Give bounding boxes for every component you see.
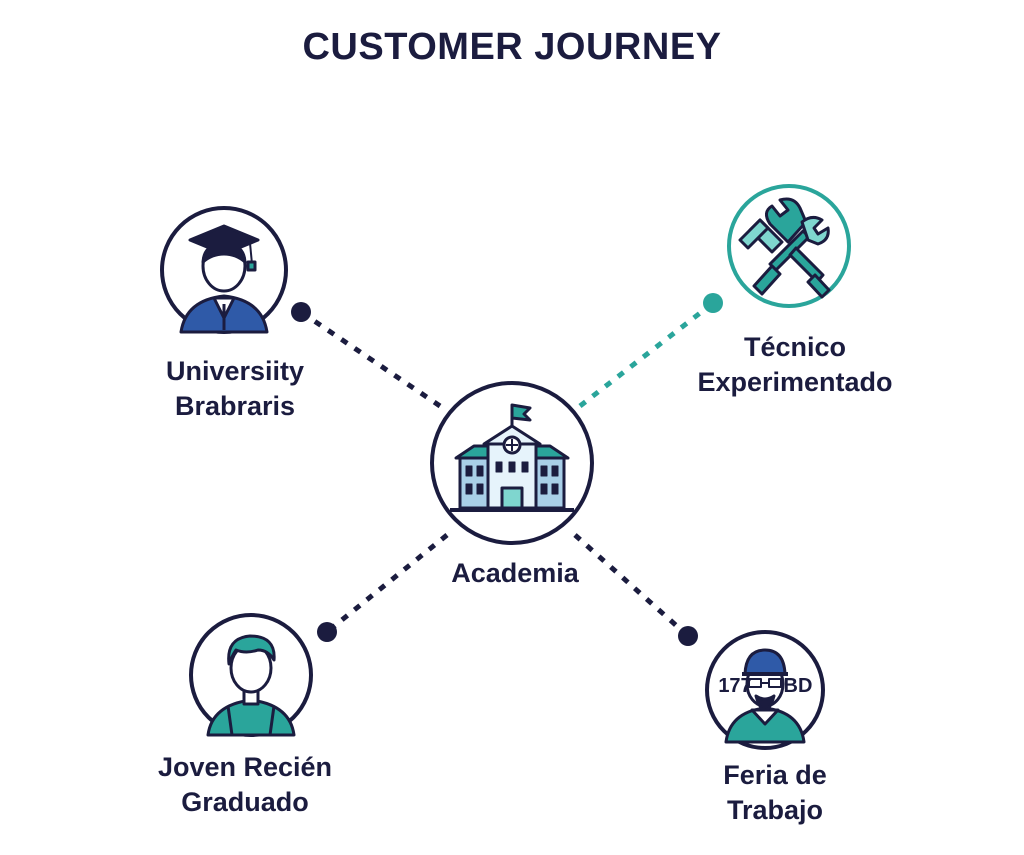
- node-feria: 177 BD: [705, 630, 825, 750]
- connector-university: [291, 302, 442, 409]
- label-academia: Academia: [420, 556, 610, 591]
- label-joven: Joven Recién Graduado: [130, 750, 360, 820]
- crossed-tools-icon: [738, 197, 831, 299]
- worker-sign-right: BD: [784, 675, 813, 697]
- young-person-icon: [206, 634, 296, 737]
- worker-with-cap-icon: [724, 648, 806, 744]
- label-feria: Feria de Trabajo: [660, 758, 890, 828]
- connector-feria: [573, 533, 698, 646]
- label-university-line-1: Universiity: [165, 356, 305, 386]
- label-university-line-2: Brabraris: [174, 391, 296, 421]
- worker-sign-left: 177: [718, 675, 751, 697]
- graduate-student-icon: [179, 224, 269, 334]
- label-tecnico-line-2: Experimentado: [697, 367, 893, 397]
- node-academia: [430, 381, 594, 545]
- node-tecnico: [727, 184, 851, 308]
- connector-tecnico: [578, 293, 723, 408]
- node-university: [160, 206, 288, 334]
- label-university: Universiity Brabraris: [120, 354, 350, 424]
- page-title: CUSTOMER JOURNEY: [302, 26, 722, 68]
- label-joven-line-2: Graduado: [181, 787, 309, 817]
- label-tecnico-line-1: Técnico: [743, 332, 847, 362]
- label-feria-line-1: Feria de: [723, 760, 827, 790]
- label-joven-line-1: Joven Recién: [157, 752, 333, 782]
- label-tecnico: Técnico Experimentado: [680, 330, 910, 400]
- node-joven: [189, 613, 313, 737]
- connector-joven: [317, 533, 449, 642]
- label-feria-line-2: Trabajo: [726, 795, 824, 825]
- school-building-icon: [450, 403, 574, 512]
- label-academia-line-1: Academia: [451, 558, 579, 588]
